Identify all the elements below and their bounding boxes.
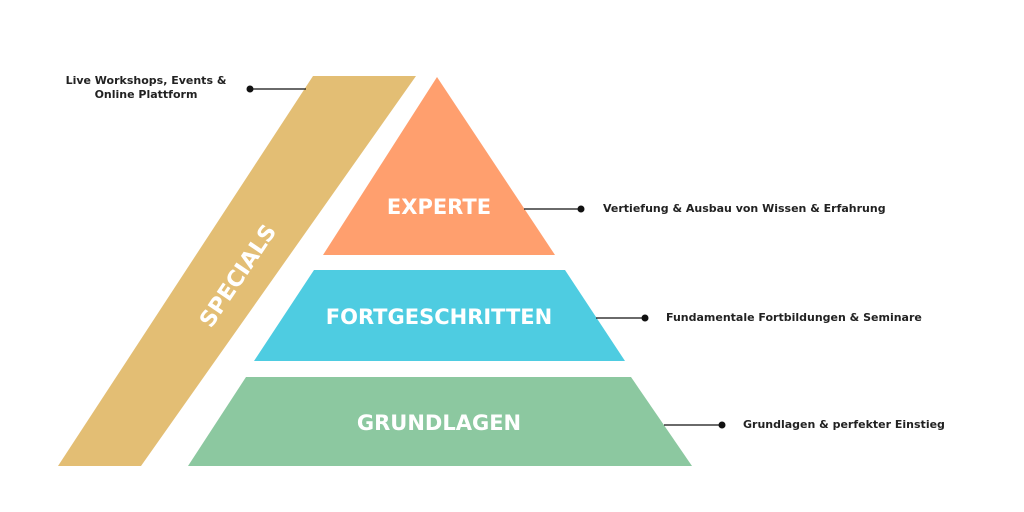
fortgeschritten-level (254, 270, 625, 361)
grundlagen-level (188, 377, 692, 466)
fortgeschritten-annotation: Fundamentale Fortbildungen & Seminare (666, 311, 922, 324)
fortgeschritten-connector-dot (641, 314, 649, 322)
experte-connector (524, 205, 585, 213)
grundlagen-label: GRUNDLAGEN (357, 411, 521, 435)
experte-level (323, 77, 555, 255)
grundlagen-connector (664, 421, 726, 429)
experte-label: EXPERTE (387, 195, 491, 219)
experte-connector-dot (577, 205, 585, 213)
fortgeschritten-connector (596, 314, 649, 322)
specials-band (58, 76, 416, 466)
grundlagen-connector-dot (718, 421, 726, 429)
fortgeschritten-label: FORTGESCHRITTEN (326, 305, 552, 329)
specials-annotation: Live Workshops, Events & Online Plattfor… (65, 74, 227, 101)
specials-connector-dot (246, 85, 254, 93)
specials-connector (246, 85, 306, 93)
experte-annotation: Vertiefung & Ausbau von Wissen & Erfahru… (603, 202, 886, 215)
grundlagen-annotation: Grundlagen & perfekter Einstieg (743, 418, 945, 431)
